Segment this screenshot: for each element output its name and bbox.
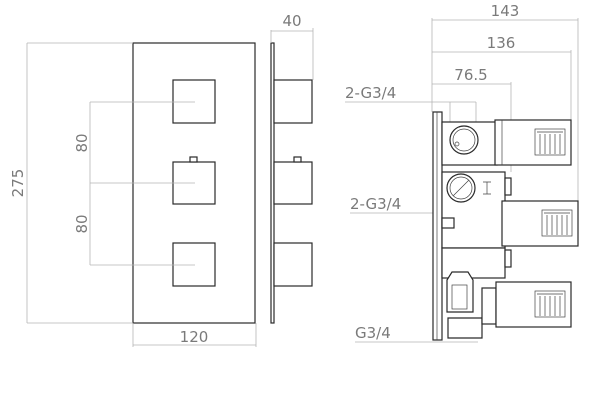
h-symbol-icon	[483, 181, 491, 195]
outlet-top-port	[449, 125, 479, 155]
inlet-bottom-label: G3/4	[355, 324, 391, 342]
outlet-top-label: 2-G3/4	[345, 84, 396, 102]
spacing-bottom-label: 80	[73, 214, 91, 233]
handle-top	[494, 119, 572, 166]
depth-label: 40	[282, 12, 301, 30]
side-view: 40	[270, 12, 314, 324]
section-plate	[432, 111, 443, 341]
inlet-fitting	[446, 271, 474, 313]
outlet-middle-label: 2-G3/4	[350, 195, 401, 213]
height-label: 275	[9, 169, 27, 198]
knob-top	[172, 79, 216, 124]
handle-bottom	[495, 281, 572, 328]
outlet-offset-label: 76.5	[454, 66, 487, 84]
knob-middle-indicator	[189, 156, 198, 163]
section-view: 143 136 76.5 2-G3/4 2-G3/4 G3/4	[345, 2, 579, 343]
front-view: 275 80 80 120	[9, 42, 257, 347]
overall-depth-label: 143	[491, 2, 520, 20]
knob-bottom	[172, 242, 216, 287]
width-label: 120	[180, 328, 209, 346]
spacing-top-label: 80	[73, 133, 91, 152]
handle-depth-label: 136	[487, 34, 516, 52]
handle-middle	[501, 200, 579, 247]
